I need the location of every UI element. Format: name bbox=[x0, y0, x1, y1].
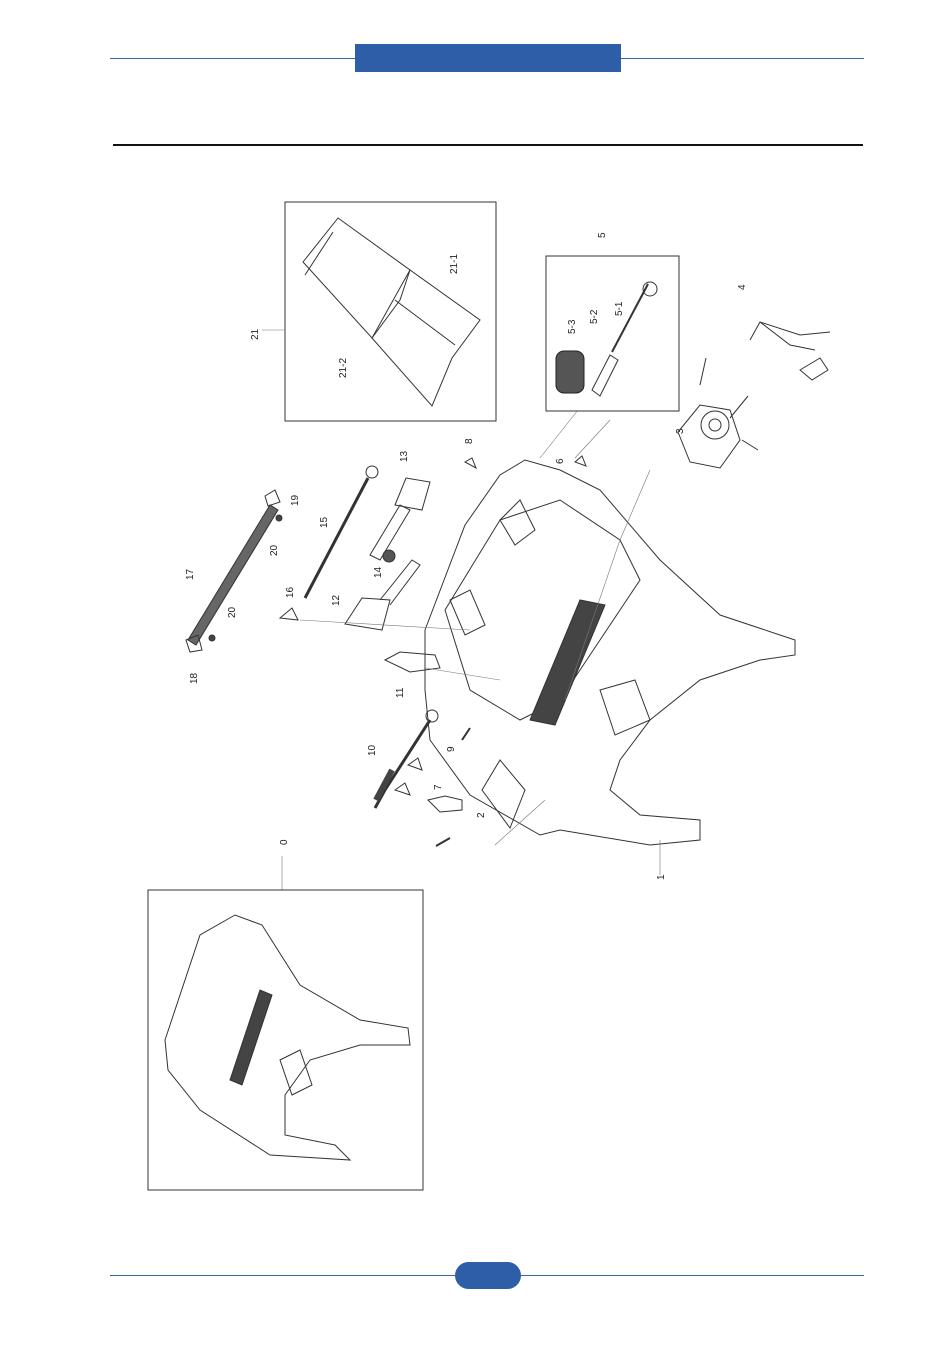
shaft-15 bbox=[305, 478, 368, 598]
label-13: 13 bbox=[399, 450, 410, 462]
label-5-1: 5-1 bbox=[614, 301, 625, 316]
label-9: 9 bbox=[446, 746, 457, 752]
label-5: 5 bbox=[597, 232, 608, 238]
bracket-7 bbox=[428, 796, 462, 812]
label-5-3: 5-3 bbox=[567, 319, 578, 334]
inset-box-0 bbox=[148, 890, 423, 1190]
label-1: 1 bbox=[656, 874, 667, 880]
label-5-2: 5-2 bbox=[589, 309, 600, 324]
motor-3 bbox=[678, 405, 740, 468]
roller-5-3 bbox=[556, 351, 584, 393]
shaft-5-2 bbox=[592, 355, 618, 396]
clip-9 bbox=[395, 758, 422, 795]
label-15: 15 bbox=[319, 516, 330, 528]
bracket-19 bbox=[265, 490, 280, 506]
label-14: 14 bbox=[373, 566, 384, 578]
harness-4 bbox=[750, 322, 830, 380]
label-16: 16 bbox=[285, 586, 296, 598]
label-18: 18 bbox=[189, 672, 200, 684]
label-7: 7 bbox=[433, 784, 444, 790]
guide-12 bbox=[345, 598, 390, 630]
clip-8 bbox=[465, 458, 476, 468]
gear-14 bbox=[383, 550, 395, 562]
tray-21-1 bbox=[372, 270, 480, 406]
guide-17 bbox=[188, 505, 278, 645]
label-11: 11 bbox=[395, 687, 406, 698]
label-3: 3 bbox=[675, 428, 686, 434]
label-20a: 20 bbox=[269, 544, 280, 556]
spring-20a bbox=[276, 515, 282, 521]
label-17: 17 bbox=[185, 568, 196, 580]
label-21-2: 21-2 bbox=[338, 358, 349, 378]
label-19: 19 bbox=[290, 494, 301, 506]
assembled-adf-0 bbox=[165, 915, 410, 1160]
clip-6 bbox=[575, 456, 586, 466]
label-12: 12 bbox=[331, 594, 342, 606]
clip-16 bbox=[280, 608, 298, 620]
spring-20b bbox=[209, 635, 215, 641]
shaft-10 bbox=[375, 720, 430, 808]
label-0: 0 bbox=[279, 839, 290, 845]
label-2: 2 bbox=[476, 812, 487, 818]
adf-frame-1 bbox=[425, 460, 795, 845]
label-10: 10 bbox=[367, 744, 378, 756]
label-4: 4 bbox=[737, 284, 748, 290]
tray-21-2 bbox=[303, 218, 410, 338]
label-6: 6 bbox=[555, 458, 566, 464]
label-21-1: 21-1 bbox=[449, 254, 460, 274]
inset-box-21 bbox=[285, 202, 496, 421]
label-8: 8 bbox=[464, 438, 475, 444]
label-20b: 20 bbox=[227, 606, 238, 618]
cover-2 bbox=[482, 760, 525, 828]
label-21: 21 bbox=[250, 328, 261, 340]
